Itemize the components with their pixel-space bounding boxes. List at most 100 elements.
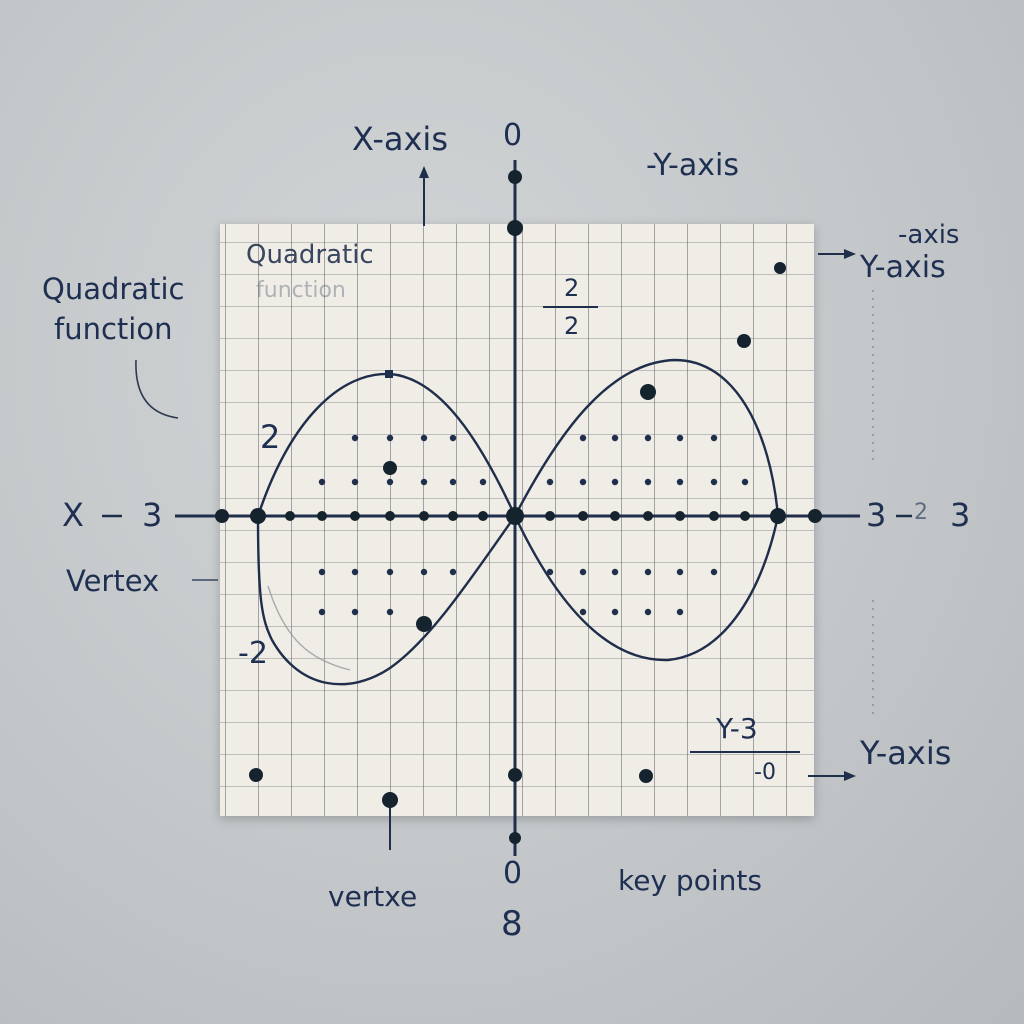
axis-dot xyxy=(545,511,555,521)
grid-dot xyxy=(420,568,428,576)
grid-dot xyxy=(676,434,684,442)
right-y-axis-label: Y-axis xyxy=(860,250,946,285)
grid-dot xyxy=(611,568,619,576)
axis-dot xyxy=(610,511,620,521)
key-point xyxy=(639,769,653,783)
neg-y-axis-label: -Y-axis xyxy=(646,148,739,183)
key-point xyxy=(506,507,524,525)
grid-dot xyxy=(741,478,749,486)
dot-grid xyxy=(285,434,750,616)
key-point xyxy=(215,509,229,523)
grid-dot xyxy=(386,434,394,442)
side-title-line2: function xyxy=(54,312,173,346)
y-tick-positive: 2 xyxy=(260,418,281,456)
axis-dot xyxy=(709,511,719,521)
key-point xyxy=(382,792,398,808)
grid-dot xyxy=(318,568,326,576)
key-point xyxy=(808,509,822,523)
grid-dot xyxy=(644,608,652,616)
top-zero-label: 0 xyxy=(503,118,523,153)
bottom-number: 8 xyxy=(501,904,523,944)
curve-left-lower xyxy=(256,515,516,686)
axis-dot xyxy=(740,511,750,521)
right-y-axis-arrowhead xyxy=(844,249,856,259)
grid-dot xyxy=(351,478,359,486)
grid-dot xyxy=(710,568,718,576)
grid-dot xyxy=(318,478,326,486)
axis-dot xyxy=(350,511,360,521)
fraction-numerator: 2 xyxy=(564,274,580,302)
right-axis-value-1: 3 xyxy=(866,496,887,534)
curve-right-upper xyxy=(513,358,780,517)
grid-dot xyxy=(710,478,718,486)
grid-dot xyxy=(546,478,554,486)
key-point xyxy=(507,220,523,236)
axis-dot xyxy=(419,511,429,521)
grid-dot xyxy=(351,434,359,442)
fraction-denominator: 2 xyxy=(564,312,580,340)
grid-dot xyxy=(644,568,652,576)
vertex-label: Vertex xyxy=(66,564,160,598)
grid-dot xyxy=(676,608,684,616)
box-fraction-bottom: -0 xyxy=(754,760,776,785)
grid-dot xyxy=(386,608,394,616)
grid-dot xyxy=(449,434,457,442)
grid-dot xyxy=(644,478,652,486)
key-point xyxy=(508,170,522,184)
bottom-y-axis-arrowhead xyxy=(844,771,856,781)
title-pointer xyxy=(135,359,179,419)
axis-dot xyxy=(317,511,327,521)
key-point xyxy=(640,384,656,400)
grid-dot xyxy=(386,568,394,576)
grid-dot xyxy=(644,434,652,442)
axis-dot xyxy=(448,511,458,521)
grid-dot xyxy=(579,434,587,442)
grid-dot xyxy=(449,568,457,576)
key-point xyxy=(737,334,751,348)
right-axis-label-top: -axis xyxy=(898,220,960,250)
axis-dot xyxy=(385,511,395,521)
key-point xyxy=(250,508,266,524)
right-axis-value-3: 3 xyxy=(950,496,971,534)
grid-dot xyxy=(611,478,619,486)
grid-dot xyxy=(420,478,428,486)
grid-dot xyxy=(318,608,326,616)
key-point xyxy=(774,262,786,274)
key-point xyxy=(383,461,397,475)
grid-dot xyxy=(479,478,487,486)
grid-dot xyxy=(351,568,359,576)
grid-dot xyxy=(546,568,554,576)
sketch-smudge xyxy=(267,585,351,671)
axis-dot xyxy=(578,511,588,521)
grid-dot xyxy=(386,478,394,486)
grid-dot xyxy=(611,608,619,616)
key-point xyxy=(770,508,786,524)
x-axis-pointer-arrowhead xyxy=(419,166,429,178)
grid-dot xyxy=(420,434,428,442)
grid-dot xyxy=(351,608,359,616)
box-fraction-top: Y-3 xyxy=(716,712,758,745)
axis-dot xyxy=(285,511,295,521)
left-axis-label: X xyxy=(62,496,84,534)
key-point xyxy=(509,832,521,844)
grid-dot xyxy=(676,478,684,486)
key-point xyxy=(508,768,522,782)
paper-subtitle: function xyxy=(256,278,346,303)
axis-dot xyxy=(643,511,653,521)
curve-right-lower xyxy=(513,515,780,662)
vertex-label-bottom: vertxe xyxy=(328,880,418,913)
grid-dot xyxy=(579,608,587,616)
grid-dot xyxy=(611,434,619,442)
left-axis-value: 3 xyxy=(142,496,163,534)
axis-dot xyxy=(478,511,488,521)
key-point xyxy=(416,616,432,632)
vertex-marker xyxy=(385,370,393,378)
key-point xyxy=(249,768,263,782)
side-title-line1: Quadratic xyxy=(42,272,185,306)
grid-dot xyxy=(710,434,718,442)
grid-dot xyxy=(449,478,457,486)
grid-dot xyxy=(579,478,587,486)
curve-left-upper xyxy=(256,372,517,517)
